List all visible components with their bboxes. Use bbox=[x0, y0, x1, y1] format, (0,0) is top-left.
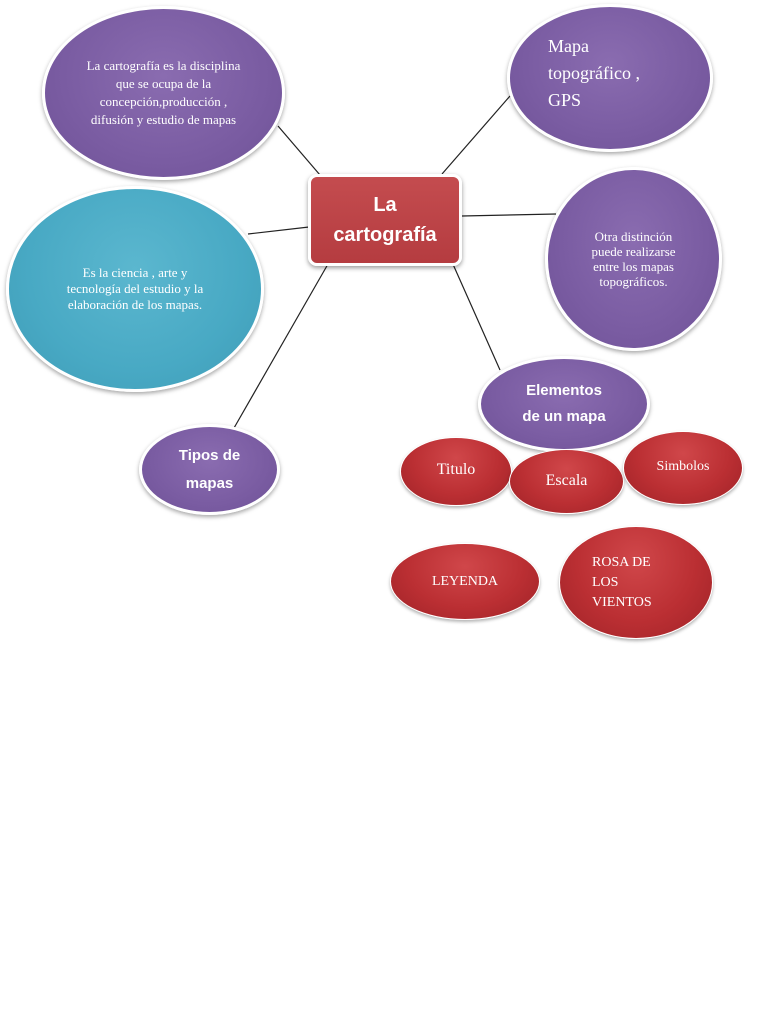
element-titulo: Titulo bbox=[400, 437, 512, 506]
element-simbolos: Simbolos bbox=[623, 431, 743, 505]
node-elementos: Elementos de un mapa bbox=[478, 356, 650, 452]
node-mapa-topografico-text: Mapa topográfico , GPS bbox=[548, 36, 640, 110]
element-rosa-de-los-vientos: ROSA DE LOS VIENTOS bbox=[559, 526, 713, 639]
connector-elementos bbox=[451, 261, 501, 371]
element-leyenda: LEYENDA bbox=[390, 543, 540, 620]
element-rosa-text: ROSA DE LOS VIENTOS bbox=[592, 554, 652, 610]
node-mapa-topografico: Mapa topográfico , GPS bbox=[507, 4, 713, 152]
element-simbolos-text: Simbolos bbox=[656, 459, 710, 474]
node-distincion-text: Otra distinción puede realizarse entre l… bbox=[591, 229, 676, 289]
node-tipos: Tipos de mapas bbox=[139, 424, 280, 515]
connector-definicion bbox=[277, 125, 321, 176]
node-definicion: La cartografía es la disciplina que se o… bbox=[42, 6, 285, 180]
node-tipos-text: Tipos de mapas bbox=[178, 446, 241, 492]
connector-tipos bbox=[233, 263, 329, 429]
element-titulo-text: Titulo bbox=[436, 461, 476, 478]
center-topic-box: La cartografía bbox=[308, 174, 462, 266]
element-leyenda-text: LEYENDA bbox=[431, 573, 499, 589]
node-definicion-text: La cartografía es la disciplina que se o… bbox=[86, 58, 241, 127]
center-topic-label: La cartografía bbox=[333, 194, 437, 246]
node-elementos-text: Elementos de un mapa bbox=[522, 382, 606, 425]
node-ciencia: Es la ciencia , arte y tecnología del es… bbox=[6, 186, 264, 392]
node-ciencia-text: Es la ciencia , arte y tecnología del es… bbox=[66, 265, 204, 312]
connector-distincion bbox=[461, 213, 557, 217]
element-escala-text: Escala bbox=[545, 472, 588, 489]
element-escala: Escala bbox=[509, 449, 624, 514]
connector-mapa-topografico bbox=[441, 95, 511, 175]
node-distincion: Otra distinción puede realizarse entre l… bbox=[545, 167, 722, 351]
connector-ciencia bbox=[247, 226, 310, 235]
